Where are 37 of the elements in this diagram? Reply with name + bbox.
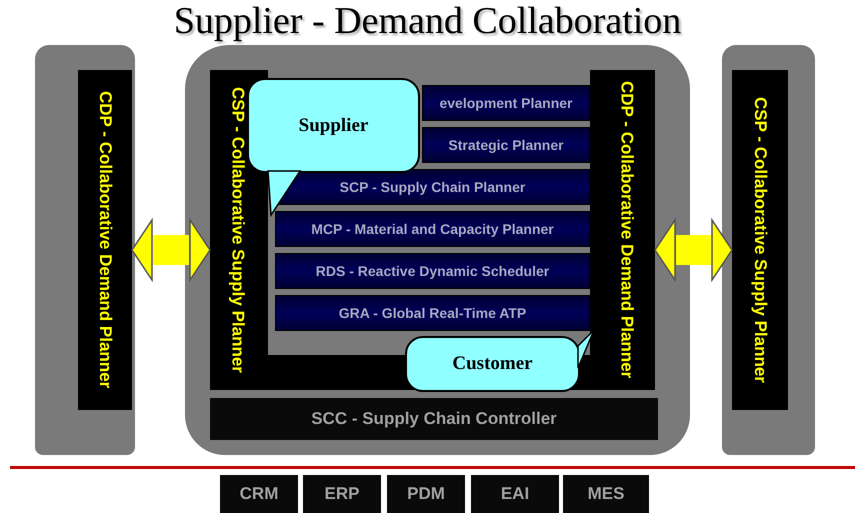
label-text: EAI	[500, 484, 530, 504]
system-module	[210, 398, 658, 440]
planner-module	[422, 127, 590, 163]
platform-panel	[185, 45, 690, 455]
planner-module	[422, 85, 590, 121]
label-text: CRM	[240, 484, 278, 504]
planner-module	[275, 253, 590, 289]
system-module	[471, 475, 559, 513]
system-module	[563, 475, 649, 513]
label-text: evelopment Planner	[439, 95, 573, 111]
label-text: CSP - Collaborative Supply Planner	[750, 97, 771, 383]
label-text: Supplier	[298, 114, 368, 136]
speech-callout	[247, 78, 420, 173]
label-text: CSP - Collaborative Supply Planner	[228, 87, 248, 373]
label-text: SCP - Supply Chain Planner	[340, 179, 526, 195]
label-text: Customer	[452, 353, 533, 375]
label-text: MCP - Material and Capacity Planner	[311, 221, 554, 237]
label-text: MES	[588, 484, 624, 504]
double-arrow	[654, 219, 733, 281]
label-text: PDM	[407, 484, 445, 504]
label-text: GRA - Global Real-Time ATP	[338, 305, 526, 321]
system-module	[220, 475, 298, 513]
label-text: ERP	[324, 484, 360, 504]
label-text: CDP - Collaborative Demand Planner	[616, 81, 638, 379]
label-text: CDP - Collaborative Demand Planner	[95, 91, 116, 389]
planner-band	[78, 70, 132, 410]
double-arrow	[131, 219, 211, 281]
planner-module	[275, 295, 590, 331]
label-text: Strategic Planner	[448, 137, 564, 153]
label-text: SCC - Supply Chain Controller	[311, 409, 557, 429]
diagram-title: Supplier - Demand Collaboration	[172, 0, 682, 42]
label-text: RDS - Reactive Dynamic Scheduler	[316, 263, 550, 279]
planner-module	[275, 211, 590, 247]
system-module	[387, 475, 465, 513]
planner-band	[732, 70, 788, 410]
system-module	[303, 475, 381, 513]
callout-pointer	[267, 170, 302, 218]
